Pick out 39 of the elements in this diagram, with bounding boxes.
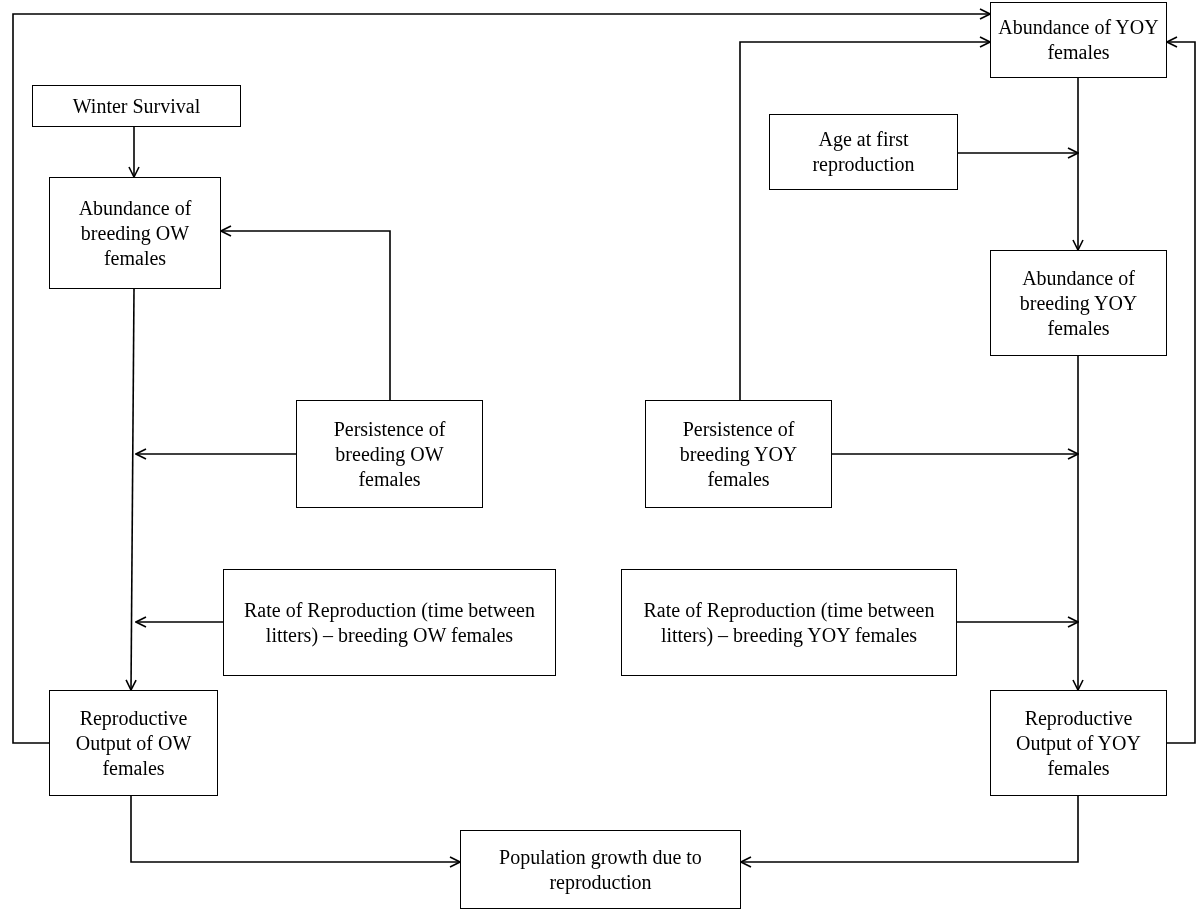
arrow [220,225,391,401]
box-label: Age at first reproduction [811,127,916,177]
box-label: Abundance of breeding YOY females [1018,265,1139,341]
arrow [125,288,137,691]
process-box [460,830,741,909]
arrow [957,147,1079,159]
arrow [831,448,1079,460]
process-box [223,569,556,676]
arrow [135,448,297,460]
arrow [740,795,1079,868]
box-label: Rate of Reproduction (time between litters) – breeding YOY females [642,597,936,648]
process-box [32,85,241,127]
process-box [621,569,957,676]
box-label: Persistence of breeding OW females [332,416,447,492]
arrow [956,616,1079,628]
process-box [49,690,218,796]
box-label: Reproductive Output of OW females [74,705,193,781]
process-box [296,400,483,508]
arrow [739,36,991,401]
arrow [1166,36,1196,744]
arrow [135,616,224,628]
arrow [12,8,991,744]
process-box [769,114,958,190]
box-label: Winter Survival [72,93,201,119]
process-box [990,250,1167,356]
process-box [49,177,221,289]
box-label: Persistence of breeding YOY females [678,416,799,492]
process-box [990,690,1167,796]
box-label: Abundance of YOY females [997,15,1160,65]
box-label: Rate of Reproduction (time between litters) – breeding OW females [243,597,536,648]
arrow [130,795,461,868]
box-label: Population growth due to reproduction [498,844,703,895]
arrow [1072,77,1084,251]
process-box [645,400,832,508]
process-box [990,2,1167,78]
arrow [1072,355,1084,691]
arrow [128,126,140,178]
box-label: Abundance of breeding OW females [77,195,193,271]
box-label: Reproductive Output of YOY females [1015,705,1142,781]
